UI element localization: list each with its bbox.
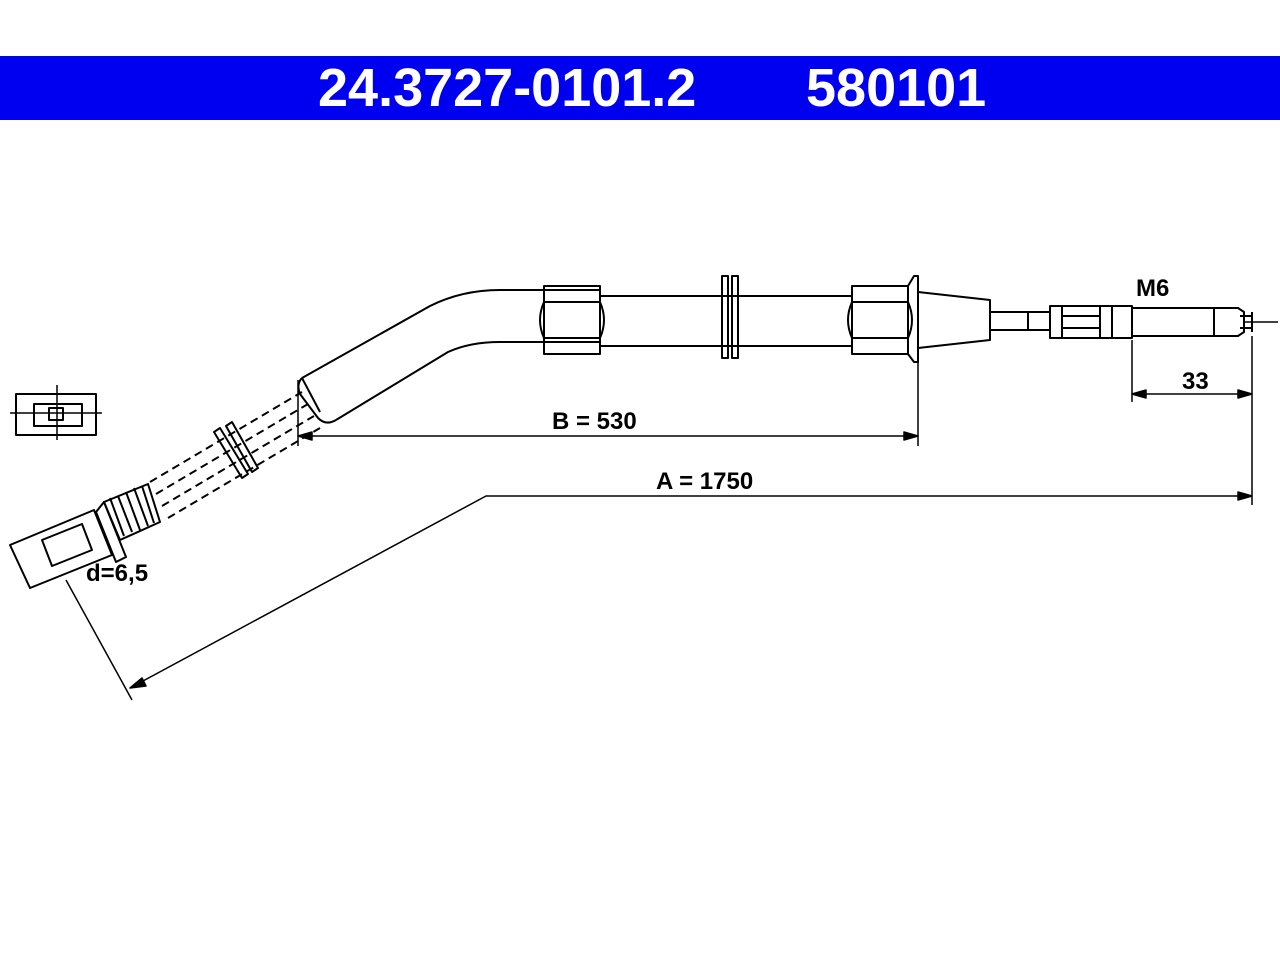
- dimension-a-label: A = 1750: [656, 468, 753, 495]
- mid-ring: [721, 275, 739, 359]
- thread-label: M6: [1136, 275, 1169, 302]
- inner-cable-dashed: [149, 391, 321, 519]
- straight-sleeve: [600, 295, 852, 347]
- dimension-b-label: B = 530: [552, 408, 637, 435]
- end-length-label: 33: [1182, 368, 1209, 395]
- hex-nut-right: [847, 275, 919, 363]
- threaded-end: [1049, 305, 1278, 339]
- cable-ring: [213, 421, 259, 479]
- end-view-symbol: [10, 385, 102, 440]
- part-number: 24.3727-0101.2: [318, 58, 697, 118]
- dimension-b: [297, 362, 919, 446]
- reference-number: 580101: [806, 58, 987, 118]
- dimension-33: [1131, 336, 1253, 505]
- header-banner: 24.3727-0101.2 580101: [0, 56, 1280, 120]
- left-end-fitting: [9, 483, 161, 589]
- ferrule: [917, 291, 991, 349]
- dimension-a: [65, 491, 1253, 701]
- diameter-label: d=6,5: [86, 560, 148, 587]
- hex-nut-left: [539, 285, 605, 355]
- inner-cable-right: [990, 311, 1050, 331]
- bent-sleeve: [297, 289, 600, 424]
